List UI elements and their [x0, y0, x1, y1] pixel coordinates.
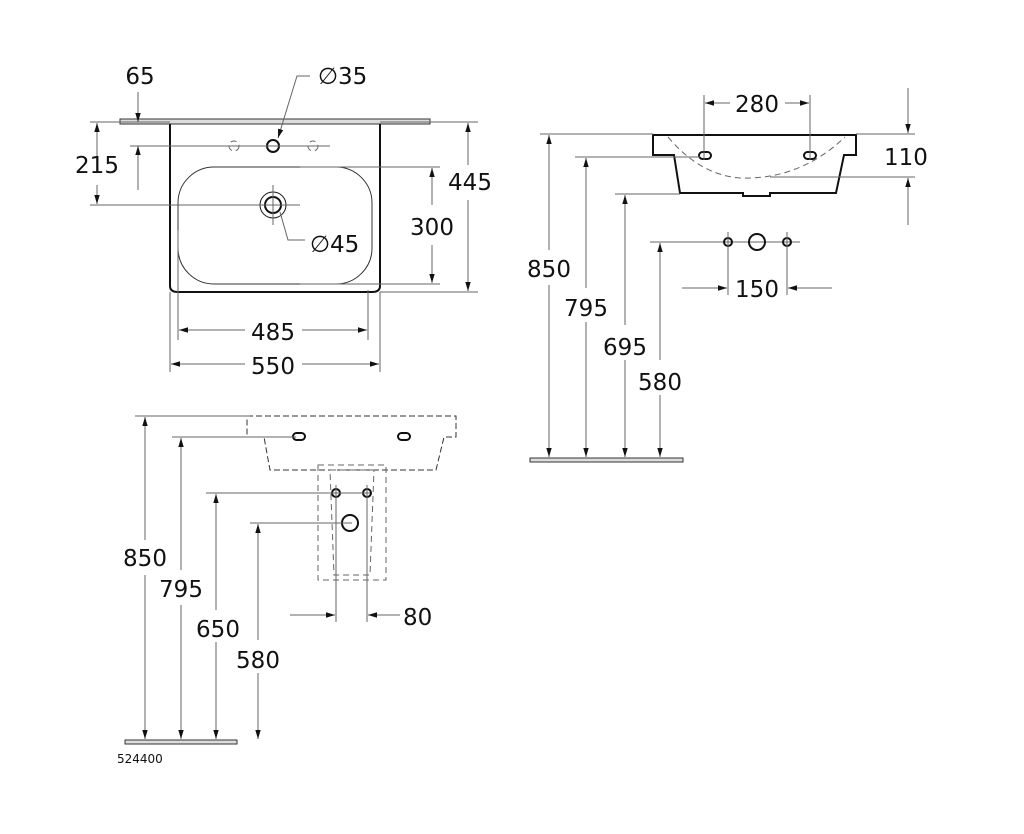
dim-tap-offset: 65 — [125, 64, 154, 90]
dim-tap-hole: ∅35 — [318, 64, 367, 90]
dim-h-top: 850 — [527, 257, 571, 283]
pedestal-view: 850 795 650 580 80 — [123, 415, 457, 745]
dim-depth-to-waste: 215 — [75, 153, 119, 179]
dim-bowl-depth: 300 — [410, 215, 454, 241]
floor — [124, 739, 238, 745]
basin-outline — [169, 124, 381, 293]
dim-pedestal-h-supply: 650 — [196, 617, 240, 643]
dim-h-taps: 795 — [564, 296, 608, 322]
dim-basin-height: 110 — [884, 145, 928, 171]
top-view: 65 ∅35 215 ∅45 300 445 485 550 — [75, 64, 492, 380]
dim-bowl-width: 485 — [251, 320, 295, 346]
basin-side-outline — [652, 134, 857, 197]
dim-pedestal-h-taps: 795 — [159, 577, 203, 603]
floor — [529, 457, 684, 463]
bowl-outline — [177, 166, 373, 285]
dim-overall-width: 550 — [251, 354, 295, 380]
dim-pedestal-h-waste: 580 — [236, 648, 280, 674]
dim-waste-hole: ∅45 — [310, 232, 359, 258]
dim-supply-spacing: 80 — [403, 605, 432, 631]
product-code: 524400 — [117, 752, 163, 766]
dim-h-bottom: 695 — [603, 335, 647, 361]
pedestal-outline — [317, 464, 387, 581]
side-view: 280 110 850 795 695 580 150 — [527, 88, 928, 463]
dim-connection-spacing: 150 — [735, 277, 779, 303]
basin-hidden-outline — [246, 415, 457, 471]
dim-tap-spacing: 280 — [735, 92, 779, 118]
dim-overall-depth: 445 — [448, 170, 492, 196]
dim-pedestal-h-top: 850 — [123, 546, 167, 572]
dim-h-connection: 580 — [638, 370, 682, 396]
